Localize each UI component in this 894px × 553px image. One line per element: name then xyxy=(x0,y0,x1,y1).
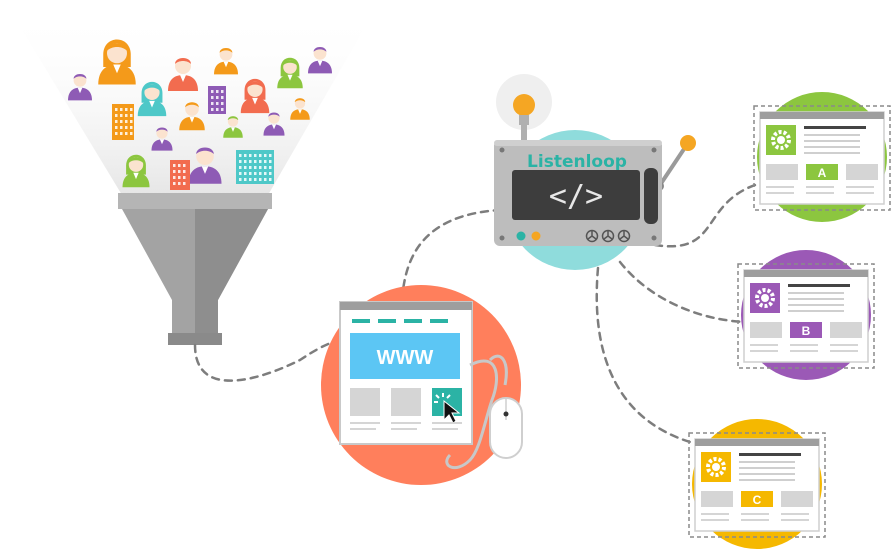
person-icon xyxy=(122,154,150,188)
person-icon xyxy=(290,98,310,120)
building-icon xyxy=(236,150,274,184)
gear-icon xyxy=(771,130,791,150)
connector-machine-to-a xyxy=(653,183,757,248)
selection-frame xyxy=(688,432,826,538)
person-icon xyxy=(68,74,92,101)
selection-frame xyxy=(753,105,891,211)
website-banner xyxy=(350,333,460,379)
code-screen xyxy=(512,170,640,220)
orange-indicator-light xyxy=(531,231,541,241)
lever-slot xyxy=(644,168,658,224)
variant-pages: A B C xyxy=(688,92,891,549)
building-icon xyxy=(112,104,134,140)
person-icon xyxy=(179,102,205,131)
person-icon xyxy=(240,78,270,114)
building-icon xyxy=(170,160,190,190)
person-icon xyxy=(137,81,167,117)
person-icon xyxy=(277,57,303,89)
person-icon xyxy=(308,47,332,74)
variant-letter: A xyxy=(818,166,827,180)
person-icon xyxy=(223,116,243,138)
variant-c-page: C xyxy=(688,419,826,549)
person-icon xyxy=(188,147,222,184)
gear-icon xyxy=(706,457,726,477)
mouse-icon xyxy=(489,397,523,459)
connector-site-to-machine xyxy=(400,208,502,302)
person-icon xyxy=(168,58,198,91)
www-label: WWW xyxy=(377,347,434,369)
building-icon xyxy=(208,86,226,114)
variant-b-page: B xyxy=(737,250,875,380)
teal-indicator-light xyxy=(516,231,526,241)
gear-icon xyxy=(755,288,775,308)
selection-frame xyxy=(737,263,875,369)
connector-machine-to-c xyxy=(595,266,692,444)
person-icon xyxy=(151,127,173,151)
funnel-rim xyxy=(118,193,272,209)
variant-a-page: A xyxy=(753,92,891,222)
variant-label-box xyxy=(790,322,822,338)
website-group: WWW xyxy=(321,285,523,485)
person-icon xyxy=(263,112,285,136)
variant-letter: C xyxy=(753,493,762,507)
person-icon xyxy=(98,39,136,85)
audience-icons xyxy=(68,39,332,190)
control-knobs xyxy=(585,229,631,243)
code-symbol: </> xyxy=(549,179,603,214)
variant-letter: B xyxy=(802,324,811,338)
click-burst-icon xyxy=(434,393,451,403)
lightbulb-icon xyxy=(513,94,535,145)
brand-logo: Listenloop xyxy=(527,152,627,172)
person-icon xyxy=(214,48,238,75)
listenloop-machine: Listenloop </> xyxy=(494,74,696,270)
variant-label-box xyxy=(741,491,773,507)
connector-machine-to-b xyxy=(618,260,747,324)
variant-label-box xyxy=(806,164,838,180)
